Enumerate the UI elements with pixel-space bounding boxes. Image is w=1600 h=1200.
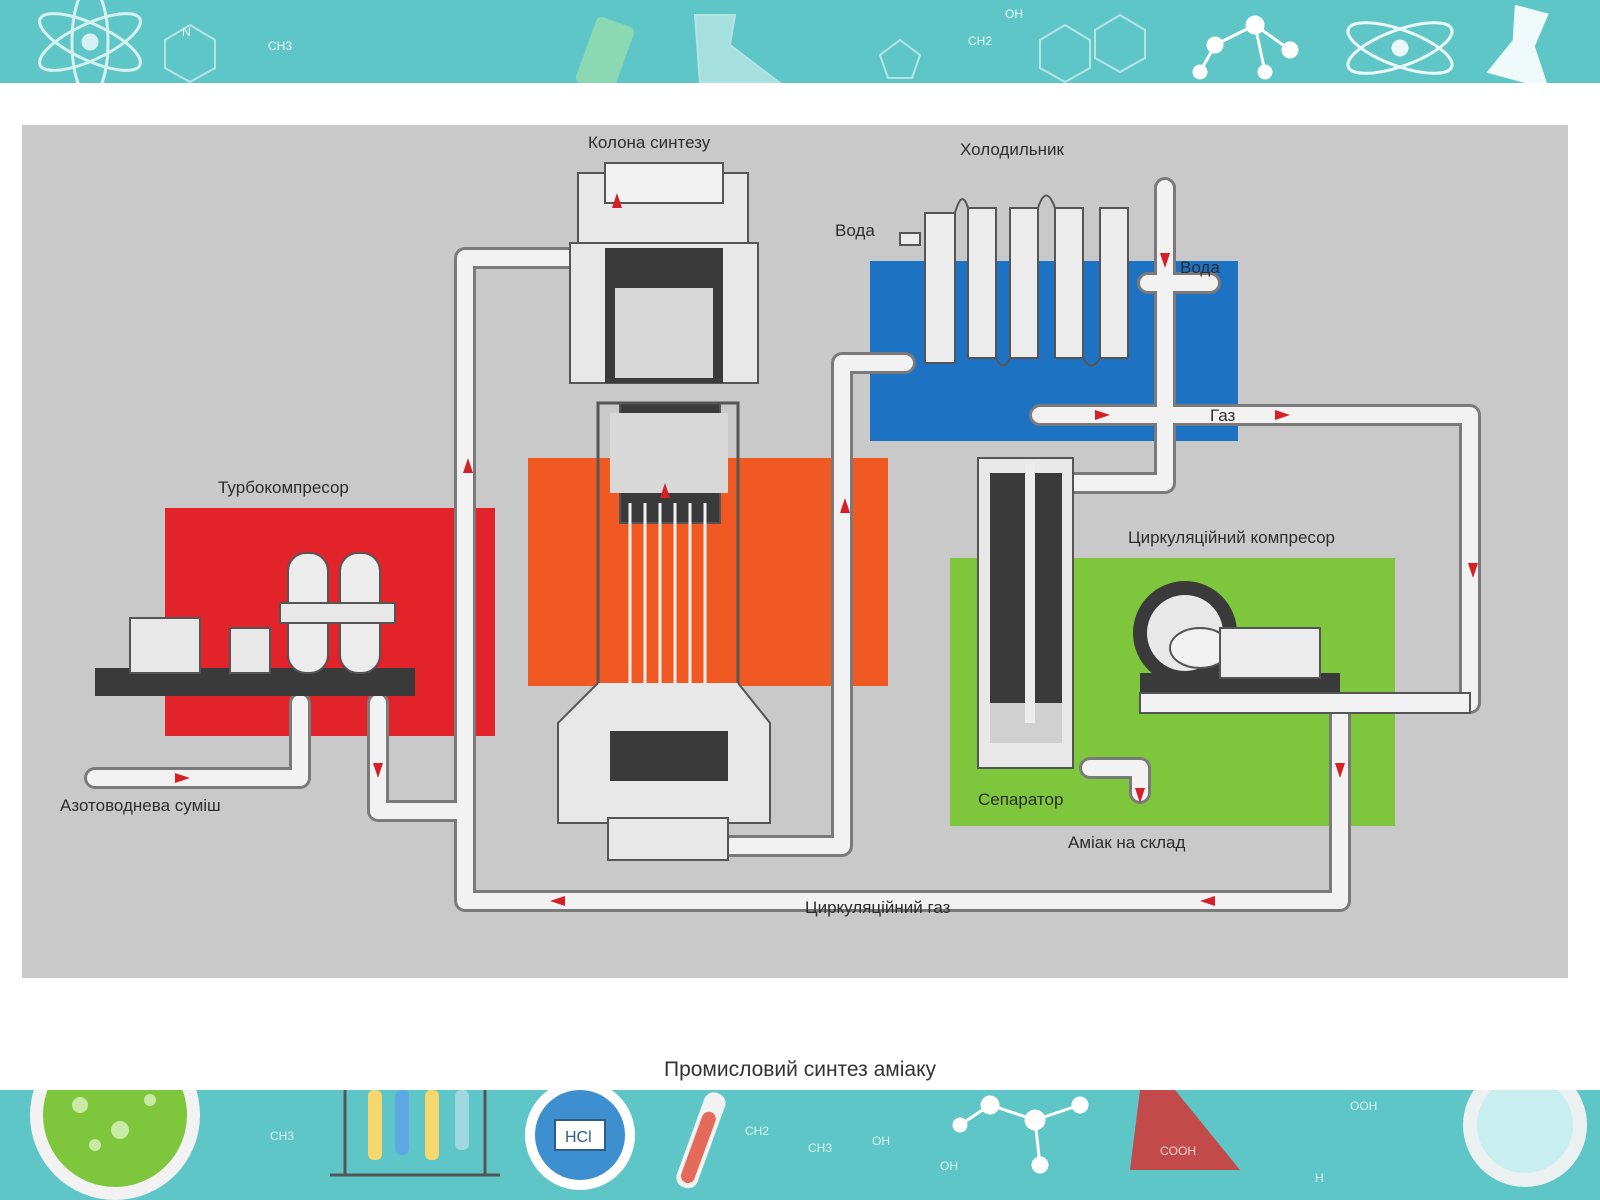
formula-text: OH: [872, 1134, 890, 1148]
thermometer-icon: [676, 1092, 726, 1189]
label-gas: Газ: [1210, 406, 1236, 425]
cooler: [899, 194, 1129, 367]
label-ammonia-storage: Аміак на склад: [1068, 833, 1185, 852]
label-water-tank: Вода: [1180, 258, 1220, 277]
synthesis-column: [557, 162, 771, 861]
separator: [977, 457, 1074, 769]
hcl-bottle-icon: HCl: [525, 1090, 635, 1190]
flow-arrows: [175, 193, 1478, 906]
formula-text: CH3: [268, 39, 292, 53]
test-tube-icon: [575, 14, 782, 83]
turbocompressor: [95, 552, 415, 696]
top-banner: N CH3 OH CH2: [0, 0, 1600, 83]
formula-text: OH: [1005, 7, 1023, 21]
round-flask-icon: [1463, 1090, 1587, 1187]
petri-dish-icon: [30, 1090, 200, 1200]
diagram-caption: Промисловий синтез аміаку: [663, 1058, 936, 1081]
top-banner-decoration: N CH3 OH CH2: [38, 0, 1550, 83]
label-circulation-compressor: Циркуляційний компресор: [1128, 528, 1335, 547]
flask-icon: [1486, 4, 1550, 83]
molecule-network-icon: [1192, 15, 1299, 80]
atom-icon: [38, 0, 142, 83]
flask-formula: COOH: [1160, 1144, 1196, 1158]
ammonia-synthesis-diagram: Колона синтезу Холодильник Вода Вода Тур…: [22, 125, 1568, 978]
label-synthesis-column: Колона синтезу: [588, 133, 711, 152]
formula-text: CH2: [968, 34, 992, 48]
flask-icon: COOH: [1130, 1090, 1240, 1170]
label-separator: Сепаратор: [978, 790, 1063, 809]
label-cooler: Холодильник: [960, 140, 1064, 159]
formula-text: CH3: [270, 1129, 294, 1143]
slide-content: Колона синтезу Холодильник Вода Вода Тур…: [0, 83, 1600, 1090]
label-turbocompressor: Турбокомпресор: [218, 478, 349, 497]
label-circulation-gas: Циркуляційний газ: [805, 898, 951, 917]
ring-molecule-icon: [164, 13, 1146, 83]
circulation-compressor: [1133, 581, 1471, 714]
formula-text: CH2: [745, 1124, 769, 1138]
test-tube-rack-icon: [330, 1090, 500, 1177]
molecule-network-icon: [952, 1095, 1089, 1174]
atom-icon: [1346, 21, 1454, 75]
hcl-label: HCl: [565, 1129, 592, 1146]
bottom-banner-decoration: HCl CH3 CH2 CH3 OH OH OOH H COOH: [30, 1090, 1587, 1200]
bottom-banner: HCl CH3 CH2 CH3 OH OH OOH H COOH: [0, 1090, 1600, 1200]
formula-text: OOH: [1350, 1099, 1377, 1113]
label-water-in: Вода: [835, 221, 875, 240]
formula-text: H: [1315, 1171, 1324, 1185]
formula-text: OH: [940, 1159, 958, 1173]
label-nitrogen-hydrogen-mix: Азотоводнева суміш: [60, 796, 221, 815]
formula-text: CH3: [808, 1141, 832, 1155]
formula-text: N: [182, 25, 191, 39]
